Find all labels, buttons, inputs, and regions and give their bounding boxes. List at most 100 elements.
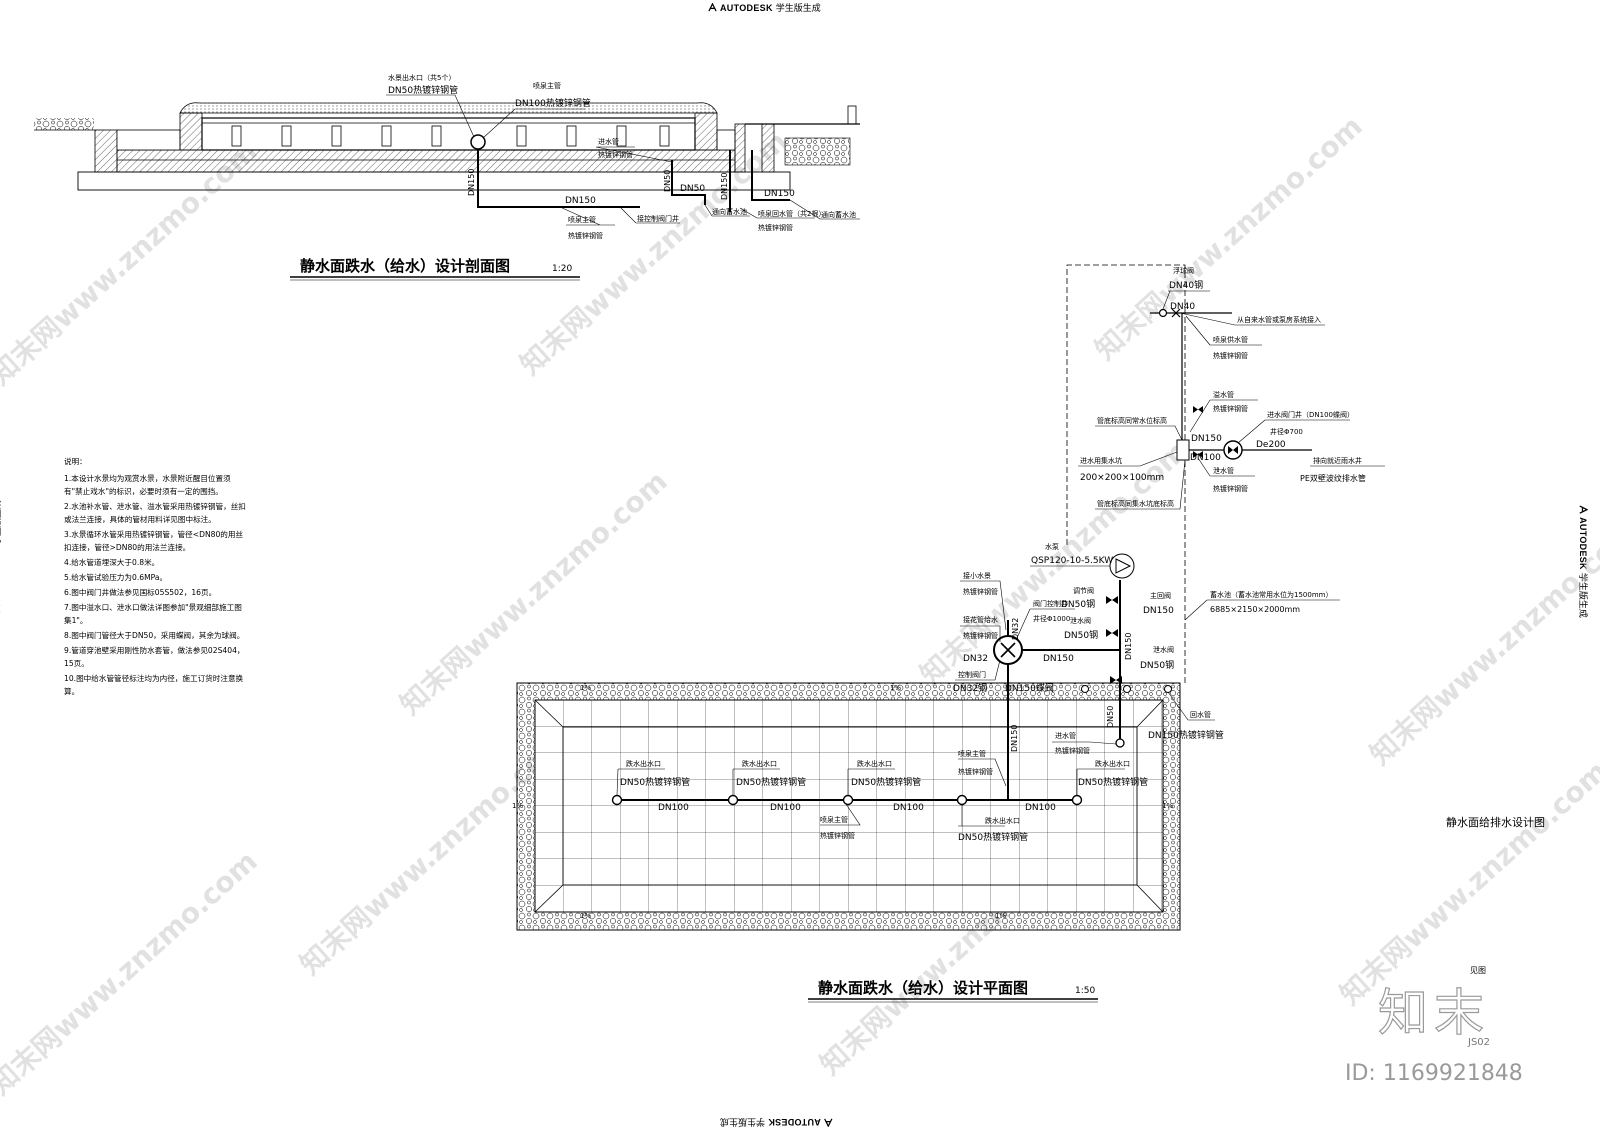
tank-size: 6885×2150×2000mm: [1210, 605, 1300, 614]
notes-heading: 说明：: [64, 457, 87, 466]
section-inlet-spec: 热镀锌钢管: [598, 150, 633, 159]
valve-well-label: 阀门控制井: [1033, 599, 1068, 608]
section-dn150-right: DN150: [764, 189, 795, 199]
section-main-pipe-lower-spec: 热镀锌钢管: [568, 231, 603, 240]
autodesk-stamp-bottom: AUTODESK 学生版生成: [720, 1116, 833, 1129]
outfall-de200: De200: [1256, 440, 1286, 450]
overflow-label: 溢水管: [1213, 390, 1234, 399]
butterfly-valve: DN150蝶阀: [1005, 682, 1054, 694]
outlet-marker: [956, 794, 968, 806]
main-dn150: DN150: [1010, 725, 1019, 752]
section-drawing: 水景出水口（共5个） DN50热镀锌钢管 喷泉主管 DN100热镀锌钢管 进水管…: [34, 73, 860, 281]
slope-mark: 1%: [890, 684, 901, 692]
inlet-dn50: DN50: [1106, 706, 1115, 728]
section-return-pipe-spec: 热镀锌钢管: [758, 223, 793, 232]
gravel-fill: [784, 137, 851, 166]
slope-mark: 1%: [580, 912, 591, 920]
section-riser-dn150: DN150: [467, 169, 476, 196]
sump-pit: [1176, 439, 1190, 461]
sheet-info: 静水面给排水设计图 见图 知末 JS02 ID: 1169921848: [1345, 815, 1545, 1086]
outlet-label: 跌水出水口: [742, 759, 777, 768]
valve-icon: [1193, 406, 1203, 413]
inlet-label: 进水管: [1055, 731, 1076, 740]
overflow-elevation: 管底标高同常水位标高: [1097, 416, 1167, 425]
riser-dn32: DN32: [1011, 618, 1020, 640]
concrete-band: [116, 149, 736, 173]
image-id: ID: 1169921848: [1345, 1061, 1523, 1086]
flower-feed-label: 接花管给水: [963, 615, 998, 624]
segment-label: DN100: [1025, 803, 1056, 813]
drain-elevation: 管底标高同集水坑底标高: [1097, 499, 1174, 508]
outlet-spec: DN50热镀锌钢管: [851, 776, 921, 788]
riser-dn150: DN150: [1124, 633, 1133, 660]
pump-model: QSP120-10-5.5KW: [1031, 556, 1113, 566]
pool-tiles: [231, 125, 670, 147]
pool-inner-basin: [562, 726, 1138, 886]
return-label: 回水管: [1190, 710, 1211, 719]
outlet-spec: DN50热镀锌钢管: [620, 776, 690, 788]
inlet-spec: 热镀锌钢管: [1055, 746, 1090, 755]
branch-dn32: DN32: [963, 654, 988, 664]
section-dn150-left: DN150: [565, 196, 596, 206]
segment-label: DN100: [658, 803, 689, 813]
design-notes: 说明： 1.本设计水景均为观赏水景，水景附近醒目位置须有"禁止戏水"的标识，必要…: [64, 455, 246, 700]
section-main-pipe-spec: DN100热镀锌钢管: [515, 97, 591, 109]
drain-valve-2-size: DN50钢: [1140, 659, 1174, 671]
note-item: 9.管道穿池壁采用刚性防水套管，做法参见02S404，15页。: [64, 646, 245, 668]
section-title: 静水面跌水（给水）设计剖面图: [300, 257, 510, 275]
valve-icon: [1110, 676, 1122, 684]
outlet-marker: [727, 794, 739, 806]
inlet-valve-well-label: 进水阀门井（DN100蝶阀）: [1267, 410, 1354, 419]
section-main-pipe-label: 喷泉主管: [533, 81, 561, 90]
section-to-tank-2: 通向蓄水池: [821, 210, 856, 219]
section-riser-dn150-right: DN150: [720, 173, 729, 200]
overflow-surface: [179, 102, 718, 114]
outlet-spec: DN50热镀锌钢管: [736, 776, 806, 788]
outlet-label: 跌水出水口: [1095, 759, 1130, 768]
section-riser-dn50: DN50: [663, 170, 672, 192]
cobble-fill: [34, 118, 94, 130]
outlet-marker: [842, 794, 854, 806]
drain-label: 泄水管: [1213, 466, 1234, 475]
branch-dn150: DN150: [1043, 654, 1074, 664]
section-scale: 1:20: [552, 264, 572, 274]
autodesk-stamp-top: AUTODESK 学生版生成: [708, 1, 821, 14]
plan-scale: 1:50: [1075, 986, 1095, 996]
fountain-main-label: 喷泉主管: [958, 749, 986, 758]
plan-title: 静水面跌水（给水）设计平面图: [818, 979, 1028, 997]
note-item: 3.水景循环水管采用热镀锌钢管，管径<DN80的用丝扣连接，管径>DN80的用法…: [64, 530, 244, 552]
storage-tank-outline: [1066, 264, 1186, 683]
slope-mark: 1%: [995, 912, 1006, 920]
main-pipe-circle: [470, 134, 486, 150]
float-valve-label: 浮球阀: [1173, 266, 1194, 275]
fountain-supply-spec: 热镀锌钢管: [1213, 351, 1248, 360]
fountain-main-lower-label: 喷泉主管: [820, 815, 848, 824]
note-item: 1.本设计水景均为观赏水景，水景附近醒目位置须有"禁止戏水"的标识，必要时须有一…: [64, 474, 231, 496]
valve-well-dia: 井径Φ1000: [1033, 614, 1070, 623]
sump-label: 进水用集水坑: [1080, 456, 1122, 465]
return-pipe-2: [751, 150, 790, 201]
main-return-dn150: DN150: [1143, 606, 1174, 616]
valve-icon: [1106, 596, 1118, 604]
pool-wall-left: [179, 112, 203, 151]
tank-label: 蓄水池（蓄水池常用水位为1500mm）: [1210, 590, 1332, 599]
overflow-dn150: DN150: [1191, 434, 1222, 444]
outlet-spec: DN50热镀锌钢管: [958, 831, 1028, 843]
fountain-supply: 喷泉供水管: [1213, 335, 1248, 344]
valve-icon: [1106, 629, 1118, 637]
outlet-marker: [1071, 794, 1083, 806]
watermark-text: 知末网www.znzmo.com: [1089, 110, 1369, 367]
outlet-label: 跌水出水口: [626, 759, 661, 768]
sheet-title: 静水面给排水设计图: [1446, 815, 1545, 829]
outlet-label: 跌水出水口: [985, 816, 1020, 825]
slope-mark: 1%: [512, 802, 523, 810]
left-wall: [94, 129, 118, 173]
segment-label: DN100: [770, 803, 801, 813]
pump-label: 水泵: [1045, 542, 1059, 551]
section-return-pipe: 喷泉回水管（共2根）: [758, 209, 825, 218]
note-item: 2.水池补水管、泄水管、溢水管采用热镀锌钢管，丝扣或法兰连接，具体的管材用料详见…: [64, 502, 246, 524]
brand-logo: 知末: [1378, 984, 1490, 1042]
section-inlet-label: 进水管: [598, 137, 619, 146]
note-item: 6.图中阀门井做法参见国标05S502，16页。: [64, 588, 217, 597]
